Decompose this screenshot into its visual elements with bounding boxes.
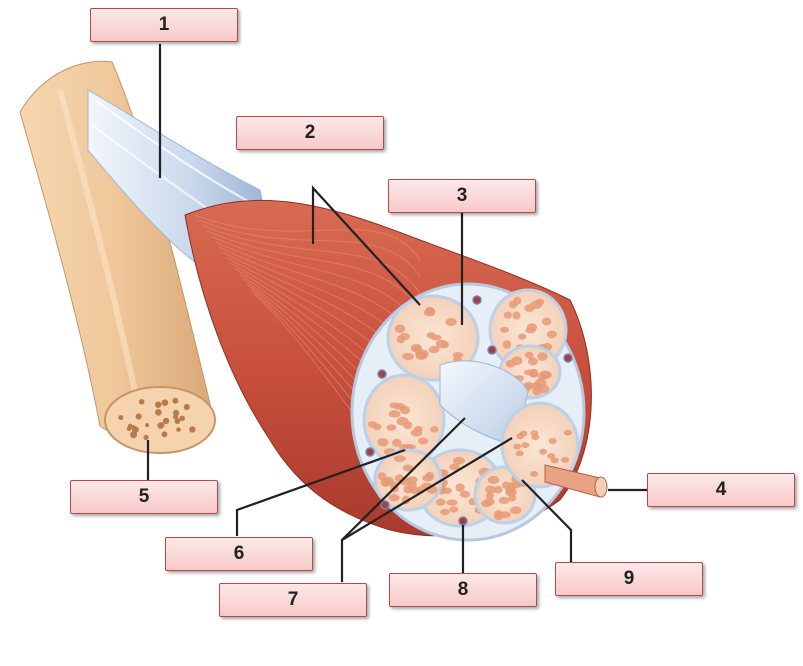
label-number: 7 [287,589,299,610]
label-number: 1 [158,14,170,35]
label-number: 5 [138,486,150,507]
label-box-7[interactable]: 7 [219,583,367,617]
label-box-8[interactable]: 8 [389,573,537,607]
label-box-3[interactable]: 3 [388,179,536,213]
leader-line-7b [341,437,513,541]
leader-line-9 [521,479,573,562]
label-box-5[interactable]: 5 [70,480,218,514]
label-number: 4 [715,479,727,500]
leader-line-6 [235,448,406,536]
label-number: 2 [304,122,316,143]
fascicle [373,448,443,512]
muscle-cross-section [350,282,586,542]
label-number: 9 [623,568,635,589]
label-box-9[interactable]: 9 [555,562,703,596]
label-number: 6 [233,543,245,564]
bone-cross-section [104,386,216,454]
leader-lines [146,44,647,582]
label-box-6[interactable]: 6 [165,537,313,571]
label-number: 3 [456,185,468,206]
leader-line-2 [311,185,421,306]
label-box-4[interactable]: 4 [647,473,795,507]
label-number: 8 [457,579,469,600]
muscle-fiber-projection [544,464,608,498]
label-box-1[interactable]: 1 [90,8,238,42]
blood-vessels [365,295,573,526]
label-box-2[interactable]: 2 [236,116,384,150]
fascicle [386,294,480,382]
